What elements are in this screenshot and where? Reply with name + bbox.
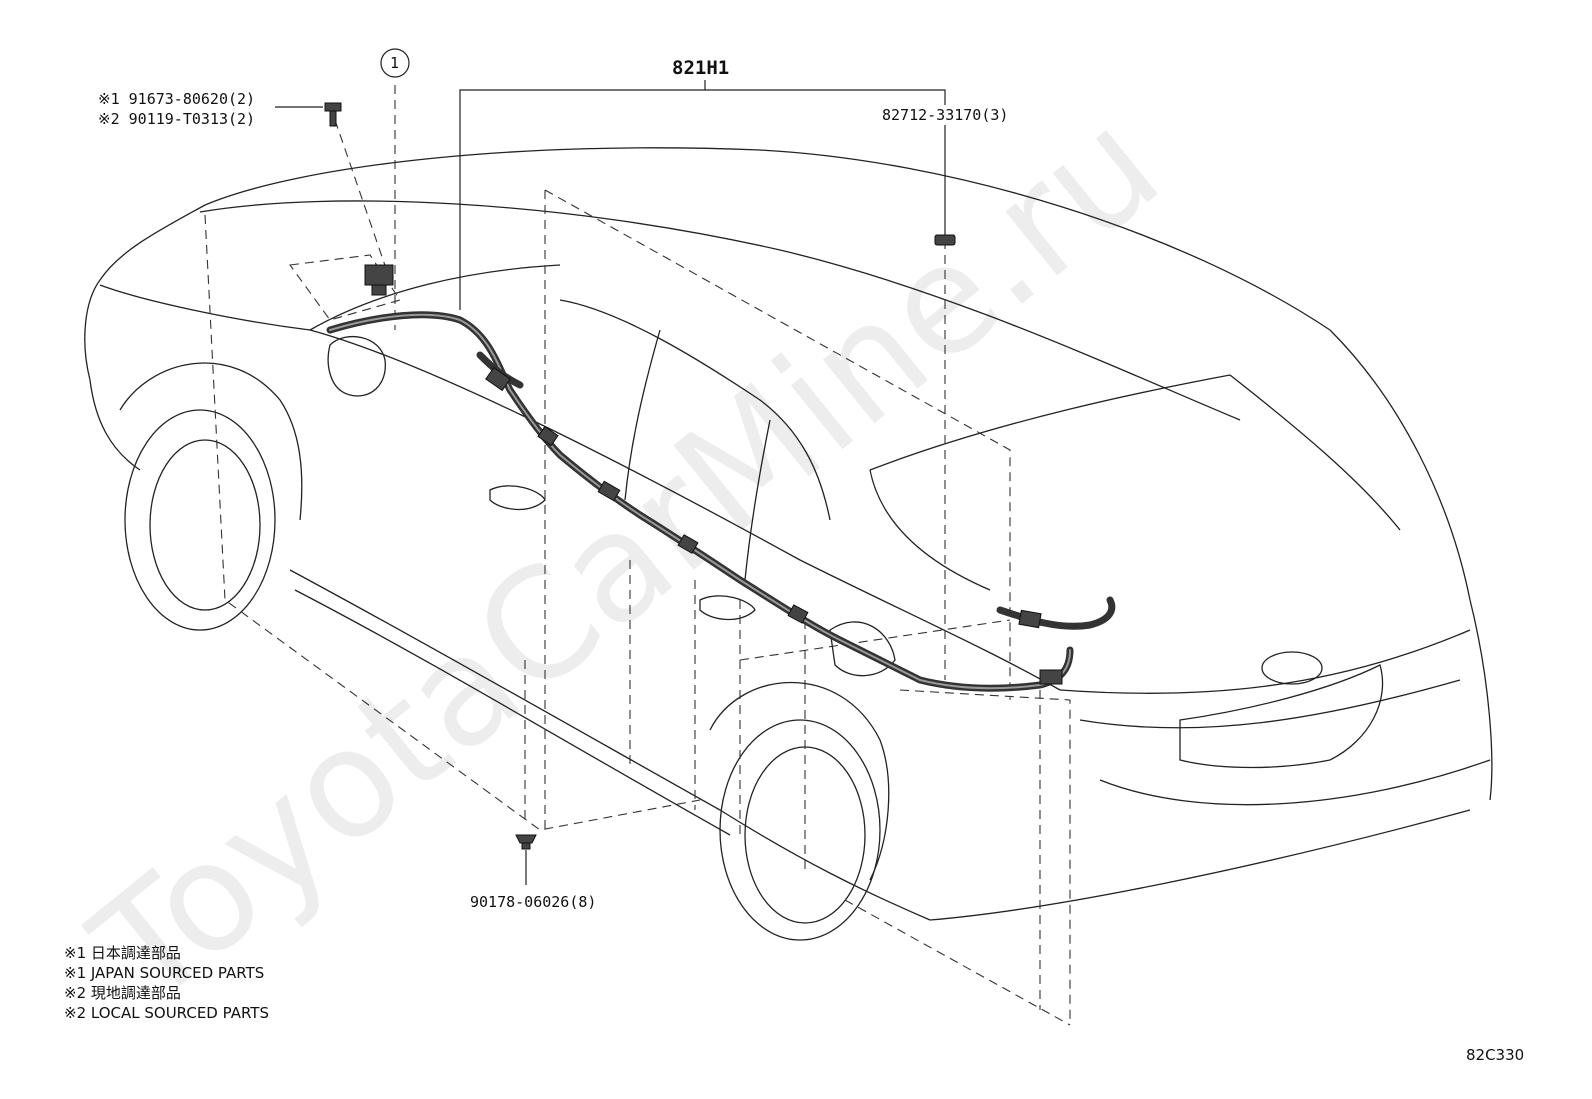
note-3: ※2 現地調達部品 (64, 984, 181, 1002)
assembly-label: 821H1 (672, 57, 729, 79)
note-2: ※1 JAPAN SOURCED PARTS (64, 964, 264, 982)
phantom-lines (204, 85, 1071, 1026)
bolt-icon (324, 102, 342, 127)
clamp-icon (515, 834, 537, 850)
note-1: ※1 日本調達部品 (64, 944, 181, 962)
part-clamp-label: 90178-06026(8) (470, 893, 596, 911)
watermark: ToyotaCarMine.ru (62, 78, 1191, 1039)
figure-code: 82C330 (1466, 1046, 1524, 1064)
clip-icon (934, 234, 956, 246)
part-bolt-line1: ※1 91673-80620(2) (98, 90, 255, 108)
connector-part-icon (364, 264, 394, 296)
part-bolt-line2: ※2 90119-T0313(2) (98, 110, 255, 128)
note-4: ※2 LOCAL SOURCED PARTS (64, 1004, 269, 1022)
wire-harness (326, 311, 1116, 692)
callout-number: 1 (390, 54, 399, 72)
car-outline (84, 147, 1493, 941)
part-clip-label: 82712-33170(3) (882, 106, 1008, 124)
notes-legend: ※1 日本調達部品 ※1 JAPAN SOURCED PARTS ※2 現地調達… (64, 944, 269, 1022)
assembly-bracket (275, 48, 946, 885)
